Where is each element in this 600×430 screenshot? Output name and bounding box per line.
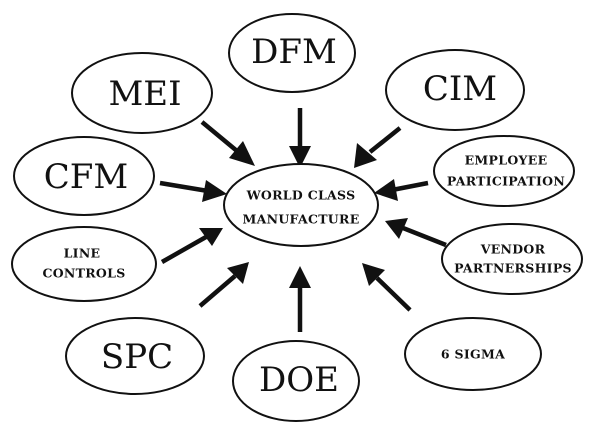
arrow-dfm bbox=[289, 108, 311, 168]
arrow-vendor-partnerships bbox=[385, 218, 447, 248]
node-6-sigma-label: 6 SIGMA bbox=[441, 347, 505, 362]
node-cfm-label: CFM bbox=[44, 157, 128, 197]
node-line-controls-label-line-2: CONTROLS bbox=[42, 266, 125, 281]
node-spc: SPC bbox=[65, 317, 205, 395]
node-cfm: CFM bbox=[13, 136, 155, 216]
node-world-class-manufacture: WORLD CLASS MANUFACTURE bbox=[223, 163, 379, 247]
node-dfm-label: DFM bbox=[251, 32, 337, 72]
arrow-mei bbox=[200, 120, 255, 166]
arrow-employee-participation bbox=[374, 179, 429, 201]
node-mei: MEI bbox=[71, 52, 213, 134]
node-doe-label: DOE bbox=[259, 360, 339, 400]
node-employee-participation-label-line-2: PARTICIPATION bbox=[447, 174, 565, 189]
node-employee-participation: EMPLOYEE PARTICIPATION bbox=[433, 135, 575, 207]
center-label-line-2: MANUFACTURE bbox=[242, 212, 359, 227]
node-6-sigma: 6 SIGMA bbox=[404, 317, 542, 391]
arrow-cim bbox=[354, 126, 402, 168]
node-doe: DOE bbox=[232, 340, 360, 422]
node-vendor-partnerships: VENDOR PARTNERSHIPS bbox=[441, 223, 583, 295]
node-mei-label: MEI bbox=[108, 74, 181, 114]
node-employee-participation-label-line-1: EMPLOYEE bbox=[465, 153, 548, 168]
node-cim-label: CIM bbox=[423, 69, 497, 109]
arrow-doe bbox=[289, 266, 311, 332]
node-dfm: DFM bbox=[228, 13, 356, 93]
node-vendor-partnerships-label-line-1: VENDOR bbox=[480, 242, 546, 257]
node-line-controls-label-line-1: LINE bbox=[64, 246, 101, 261]
arrow-cfm bbox=[159, 180, 227, 202]
arrow-6-sigma bbox=[362, 263, 412, 312]
center-label-line-1: WORLD CLASS bbox=[246, 188, 356, 203]
arrow-line-controls bbox=[160, 228, 223, 264]
node-vendor-partnerships-label-line-2: PARTNERSHIPS bbox=[454, 261, 572, 276]
node-line-controls: LINE CONTROLS bbox=[11, 226, 157, 302]
arrow-spc bbox=[198, 262, 249, 308]
node-spc-label: SPC bbox=[101, 337, 173, 377]
node-cim: CIM bbox=[385, 49, 525, 131]
